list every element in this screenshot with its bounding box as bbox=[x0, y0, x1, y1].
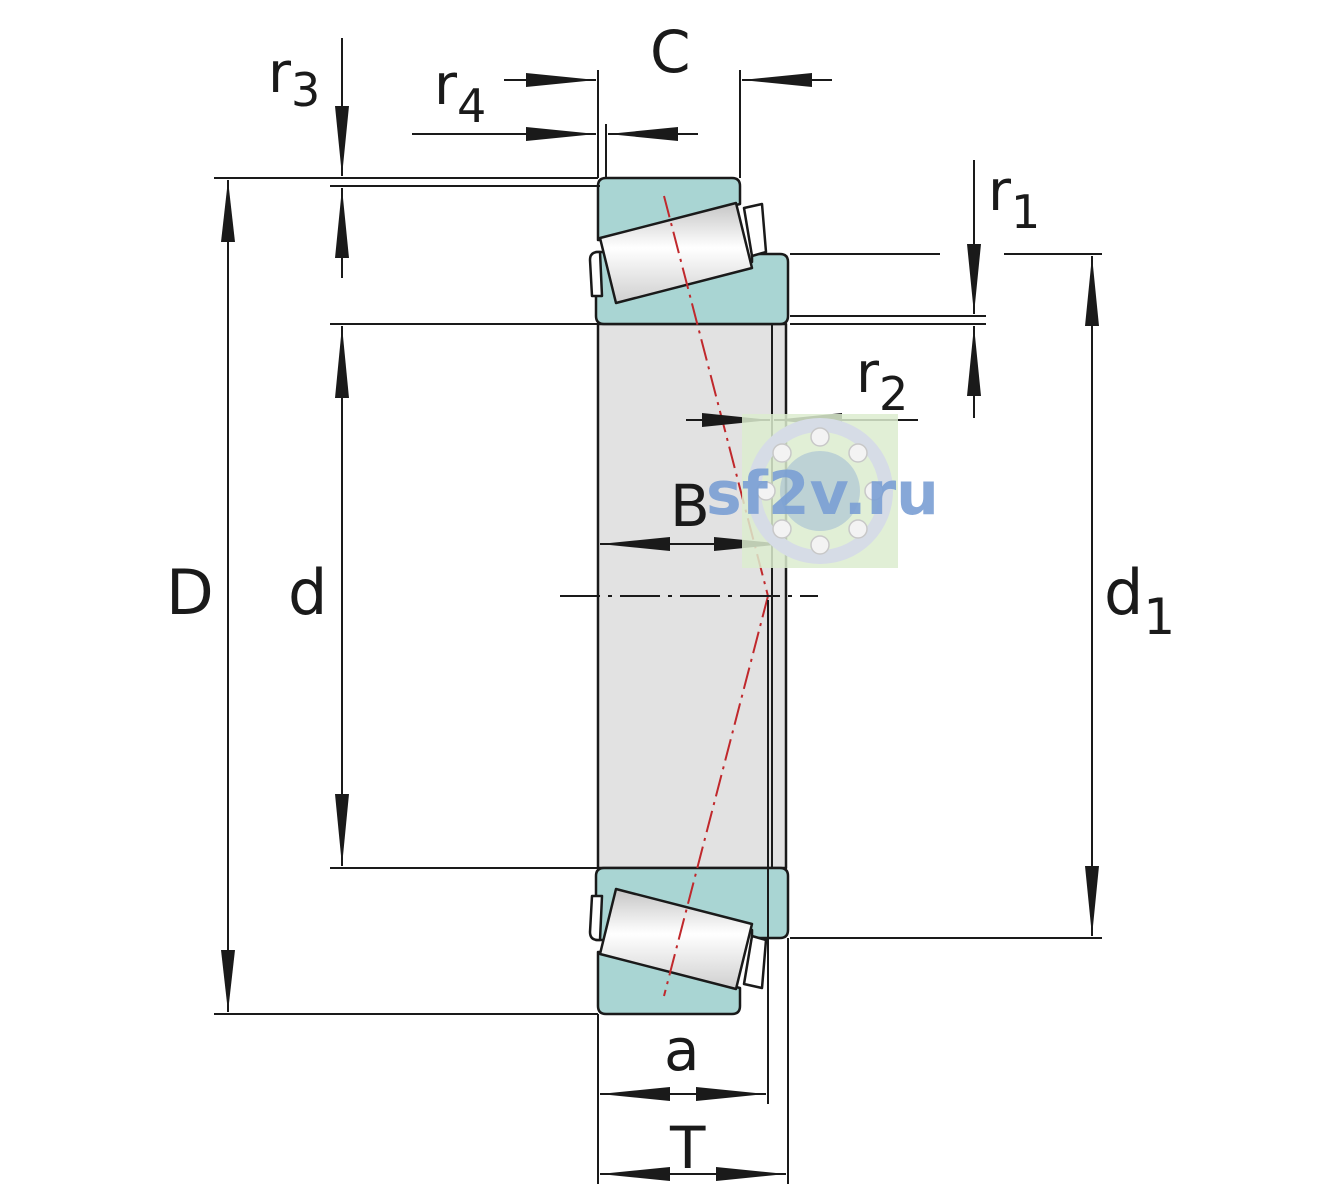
arrowheads bbox=[221, 73, 1099, 1181]
arrow-r3-down bbox=[335, 106, 349, 176]
arrow-a-right bbox=[696, 1087, 766, 1101]
label-r3: r3 bbox=[268, 41, 320, 117]
arrow-d1-top bbox=[1085, 256, 1099, 326]
arrow-r1-down bbox=[967, 244, 981, 314]
extension-lines bbox=[214, 70, 1102, 1184]
cage-bottom-right bbox=[742, 934, 768, 990]
outer-ring-bottom bbox=[596, 950, 742, 1016]
arrow-t-left bbox=[600, 1167, 670, 1181]
arrow-r4-left bbox=[526, 127, 596, 141]
watermark-text: sf2v.ru bbox=[706, 459, 939, 529]
dimension-labels: r3 r4 C r1 r2 B D d d1 a T bbox=[166, 18, 1175, 1182]
label-r1: r1 bbox=[988, 159, 1040, 239]
label-r4: r4 bbox=[434, 53, 486, 133]
label-a: a bbox=[664, 1016, 700, 1084]
arrow-d1-bottom bbox=[1085, 866, 1099, 936]
arrow-d-outer-bottom bbox=[221, 950, 235, 1012]
label-d1: d1 bbox=[1104, 556, 1175, 646]
ball-bearing-icon bbox=[747, 418, 893, 564]
label-d-outer: D bbox=[166, 556, 214, 629]
cage-bottom bbox=[588, 894, 604, 942]
arrow-d-outer-top bbox=[221, 180, 235, 242]
roller-bottom bbox=[598, 887, 754, 991]
label-c: C bbox=[650, 18, 691, 86]
arrow-r3-up bbox=[335, 188, 349, 258]
arrow-c-left bbox=[526, 73, 596, 87]
label-r2: r2 bbox=[856, 341, 908, 421]
arrow-b-left bbox=[600, 537, 670, 551]
arrow-a-left bbox=[600, 1087, 670, 1101]
arrow-r2-left bbox=[702, 413, 770, 427]
watermark: sf2v.ru bbox=[706, 414, 939, 568]
label-d-bore: d bbox=[288, 556, 327, 629]
arrow-r1-up bbox=[967, 326, 981, 396]
cage-top-right bbox=[742, 202, 768, 258]
cage-top bbox=[588, 250, 604, 298]
arrow-d-bore-bottom bbox=[335, 794, 349, 866]
label-b: B bbox=[670, 472, 710, 540]
arrow-d-bore-top bbox=[335, 326, 349, 398]
arrow-t-right bbox=[716, 1167, 786, 1181]
roller-top bbox=[598, 201, 754, 305]
arrow-r4-right bbox=[608, 127, 678, 141]
label-t: T bbox=[669, 1114, 706, 1182]
arrow-c-right bbox=[742, 73, 812, 87]
